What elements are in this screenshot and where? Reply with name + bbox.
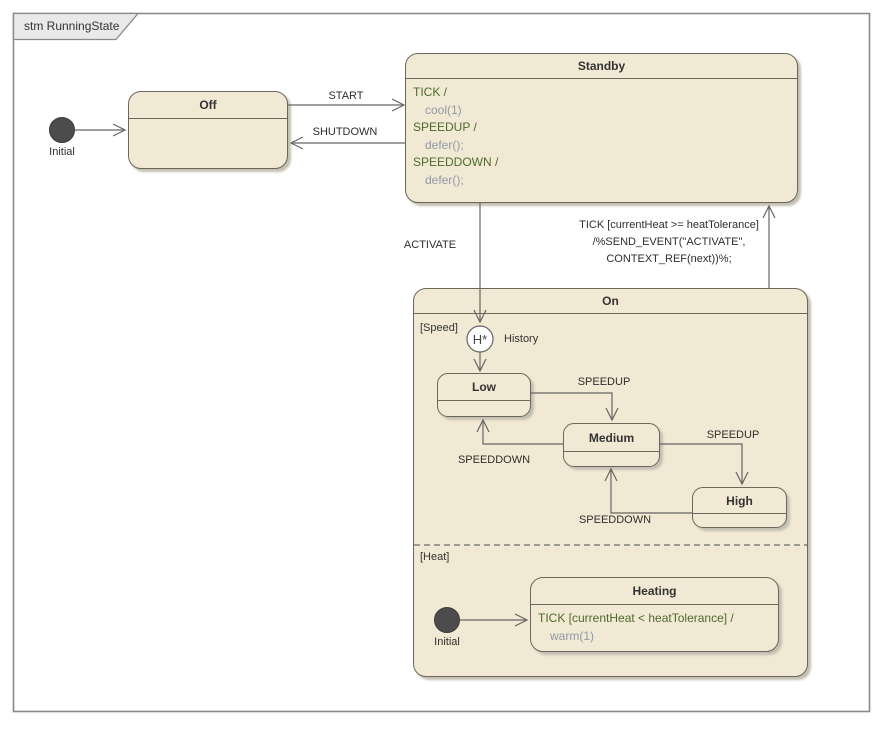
state-standby[interactable]: Standby TICK / cool(1) SPEEDUP / defer()… bbox=[405, 53, 798, 203]
state-medium[interactable]: Medium bbox=[563, 423, 660, 467]
state-heating[interactable]: Heating TICK [currentHeat < heatToleranc… bbox=[530, 577, 779, 652]
region-speed-label: [Speed] bbox=[420, 322, 458, 334]
state-low[interactable]: Low bbox=[437, 373, 531, 417]
transition-speedup-medium-high-label[interactable]: SPEEDUP bbox=[706, 429, 760, 441]
state-off[interactable]: Off bbox=[128, 91, 288, 169]
transition-speeddown-medium-low-label[interactable]: SPEEDDOWN bbox=[457, 454, 531, 466]
state-standby-behavior: TICK / cool(1) SPEEDUP / defer(); SPEEDD… bbox=[406, 79, 797, 189]
transition-shutdown-label[interactable]: SHUTDOWN bbox=[312, 126, 378, 138]
behavior-line: defer(); bbox=[425, 172, 464, 187]
state-heating-behavior: TICK [currentHeat < heatTolerance] / war… bbox=[531, 605, 778, 645]
behavior-line: defer(); bbox=[425, 137, 464, 152]
behavior-line: warm(1) bbox=[550, 628, 594, 643]
transition-initialmain-off[interactable] bbox=[75, 123, 127, 137]
initial-heat-label: Initial bbox=[434, 636, 460, 648]
state-high-title: High bbox=[693, 488, 786, 514]
behavior-line: TICK / bbox=[413, 85, 448, 99]
behavior-line: cool(1) bbox=[425, 102, 462, 117]
history-label: History bbox=[504, 333, 539, 345]
state-low-title: Low bbox=[438, 374, 530, 401]
transition-activate-label[interactable]: ACTIVATE bbox=[403, 239, 457, 251]
state-on-title: On bbox=[414, 289, 807, 314]
state-off-title: Off bbox=[129, 92, 287, 119]
transition-start-label[interactable]: START bbox=[328, 90, 364, 102]
behavior-line: SPEEDDOWN / bbox=[413, 155, 499, 169]
frame-title: stm RunningState bbox=[24, 19, 120, 33]
tick-guard-line1: TICK [currentHeat >= heatTolerance] bbox=[579, 219, 759, 231]
state-medium-title: Medium bbox=[564, 424, 659, 452]
behavior-line: TICK [currentHeat < heatTolerance] / bbox=[538, 611, 734, 625]
region-heat-label: [Heat] bbox=[420, 551, 450, 563]
behavior-line: SPEEDUP / bbox=[413, 120, 477, 134]
transition-speedup-low-medium-label[interactable]: SPEEDUP bbox=[577, 376, 631, 388]
state-standby-title: Standby bbox=[406, 54, 797, 79]
tick-guard-line2: /%SEND_EVENT("ACTIVATE", bbox=[592, 236, 746, 248]
initial-node-main[interactable] bbox=[49, 117, 75, 143]
transition-speeddown-high-medium-label[interactable]: SPEEDDOWN bbox=[578, 514, 652, 526]
state-heating-title: Heating bbox=[531, 578, 778, 605]
initial-main-label: Initial bbox=[49, 146, 75, 158]
transition-tick-guard-label[interactable]: TICK [currentHeat >= heatTolerance] /%SE… bbox=[569, 217, 769, 268]
tick-guard-line3: CONTEXT_REF(next))%; bbox=[606, 253, 732, 265]
state-high[interactable]: High bbox=[692, 487, 787, 528]
